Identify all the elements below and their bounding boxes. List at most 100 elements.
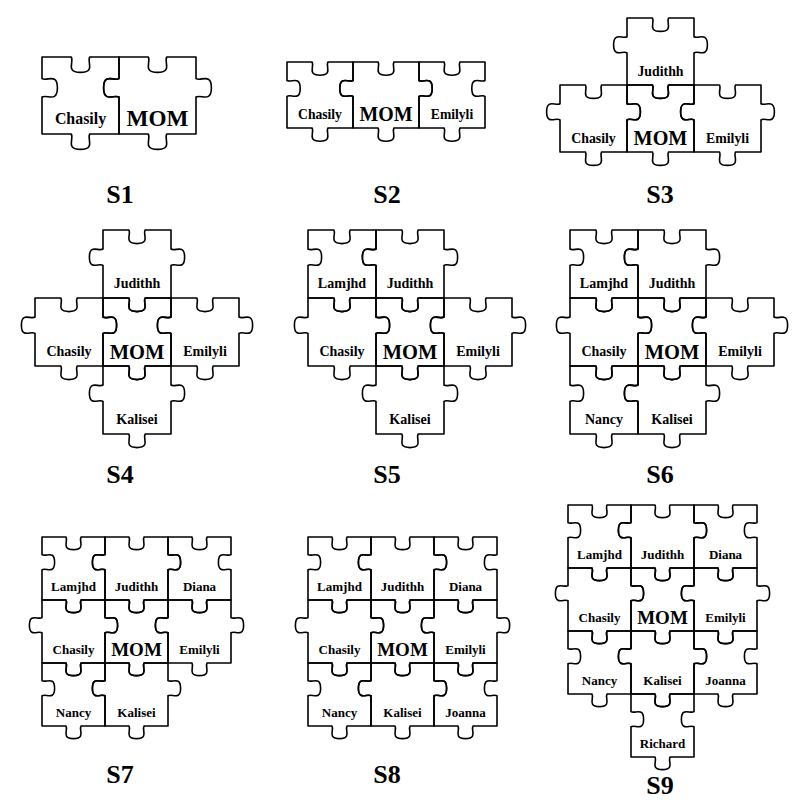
piece-name: Kalisei: [116, 412, 157, 427]
center-name: MOM: [377, 640, 428, 661]
piece-label-box: Emilyli: [171, 340, 239, 364]
puzzle-piece: Emilyli: [694, 85, 761, 152]
piece-outline-path: [105, 600, 168, 676]
puzzle-piece: Chasily: [287, 62, 353, 128]
piece-label-box: Nancy: [570, 408, 638, 432]
piece-outline-path: [89, 366, 184, 448]
piece-name: Emilyli: [718, 344, 762, 359]
piece-name: Judithh: [649, 276, 696, 291]
piece-name: Judithh: [115, 580, 158, 594]
puzzle-piece: Lamjhd: [42, 537, 105, 600]
puzzle-piece: Judithh: [376, 230, 444, 298]
piece-name: Joanna: [705, 674, 745, 688]
puzzle-piece: Judithh: [631, 505, 694, 568]
puzzle-piece: Judithh: [105, 537, 168, 600]
puzzle-piece: Lamjhd: [568, 505, 631, 568]
piece-label-box: MOM: [627, 127, 694, 150]
piece-name: Emilyli: [183, 344, 227, 359]
piece-label-box: Diana: [434, 576, 497, 598]
puzzle-piece: Judithh: [371, 537, 434, 600]
piece-outline-path: [308, 663, 371, 739]
piece-name: Judithh: [114, 276, 161, 291]
piece-name: Lamjhd: [577, 548, 622, 562]
piece-label-box: MOM: [371, 639, 434, 661]
puzzle-piece: Kalisei: [376, 366, 444, 434]
piece-name: Chasily: [55, 110, 106, 127]
piece-outline-path: [627, 85, 694, 165]
piece-name: Kalisei: [651, 412, 692, 427]
piece-label-box: Nancy: [42, 702, 105, 724]
puzzle-piece: MOM: [631, 568, 694, 631]
piece-name: Richard: [640, 737, 686, 751]
piece-outline-path: [376, 298, 444, 380]
piece-name: Lamjhd: [318, 276, 366, 291]
piece-label-box: Chasily: [287, 103, 353, 126]
puzzle-piece: Nancy: [42, 663, 105, 726]
piece-name: Nancy: [322, 706, 357, 720]
center-name: MOM: [637, 608, 688, 629]
piece-outline-path: [624, 366, 719, 448]
piece-outline-path: [92, 663, 180, 739]
piece-name: Chasily: [581, 344, 626, 359]
piece-label-box: Nancy: [308, 702, 371, 724]
puzzle-piece: Kalisei: [638, 366, 706, 434]
piece-label-box: Chasily: [308, 639, 371, 661]
panel-label: S4: [106, 462, 133, 488]
piece-label-box: MOM: [631, 607, 694, 629]
piece-outline-path: [42, 537, 105, 613]
piece-label-box: Lamjhd: [570, 272, 638, 296]
piece-outline-path: [308, 230, 376, 312]
piece-name: Emilyli: [445, 643, 485, 657]
piece-label-box: Judithh: [376, 272, 444, 296]
piece-label-box: Chasily: [568, 607, 631, 629]
piece-label-box: Kalisei: [105, 702, 168, 724]
piece-name: Diana: [449, 580, 482, 594]
puzzle-piece: Chasily: [35, 298, 103, 366]
puzzle-piece: Emilyli: [434, 600, 497, 663]
piece-label-box: Richard: [631, 733, 694, 755]
puzzle-piece: Judithh: [627, 18, 694, 85]
puzzle-piece: Lamjhd: [308, 537, 371, 600]
puzzle-piece: MOM: [638, 298, 706, 366]
piece-label-box: Emilyli: [434, 639, 497, 661]
puzzle-piece: MOM: [103, 298, 171, 366]
puzzle-piece: MOM: [119, 57, 196, 134]
piece-outline-path: [570, 230, 638, 312]
piece-name: Lamjhd: [317, 580, 362, 594]
center-name: MOM: [111, 640, 162, 661]
puzzle-piece: Diana: [168, 537, 231, 600]
puzzle-piece: Chasily: [308, 298, 376, 366]
piece-label-box: Judithh: [631, 544, 694, 566]
puzzle-piece: MOM: [105, 600, 168, 663]
piece-name: Chasily: [298, 107, 342, 122]
piece-label-box: Chasily: [42, 105, 119, 132]
piece-name: Emilyli: [706, 131, 749, 146]
piece-label-box: Kalisei: [371, 702, 434, 724]
piece-label-box: Lamjhd: [42, 576, 105, 598]
piece-label-box: MOM: [119, 105, 196, 132]
center-name: MOM: [359, 104, 412, 126]
panel-label: S5: [373, 462, 400, 488]
piece-name: Emilyli: [431, 107, 473, 122]
puzzle-piece: Judithh: [638, 230, 706, 298]
piece-outline-path: [434, 663, 497, 739]
puzzle-piece: Joanna: [694, 631, 757, 694]
piece-outline-path: [681, 85, 775, 165]
puzzle-piece: Emilyli: [168, 600, 231, 663]
piece-name: Kalisei: [643, 674, 681, 688]
piece-outline-path: [42, 663, 105, 739]
puzzle-piece: Diana: [434, 537, 497, 600]
puzzle-piece: MOM: [627, 85, 694, 152]
piece-name: Lamjhd: [580, 276, 628, 291]
puzzle-piece: Chasily: [568, 568, 631, 631]
piece-label-box: Diana: [694, 544, 757, 566]
piece-label-box: Lamjhd: [308, 576, 371, 598]
piece-label-box: MOM: [103, 340, 171, 364]
piece-label-box: Judithh: [638, 272, 706, 296]
piece-name: Nancy: [582, 674, 617, 688]
panel-label: S3: [646, 182, 673, 208]
puzzle-piece: Nancy: [568, 631, 631, 694]
piece-name: Lamjhd: [51, 580, 96, 594]
piece-outline-path: [104, 57, 212, 149]
